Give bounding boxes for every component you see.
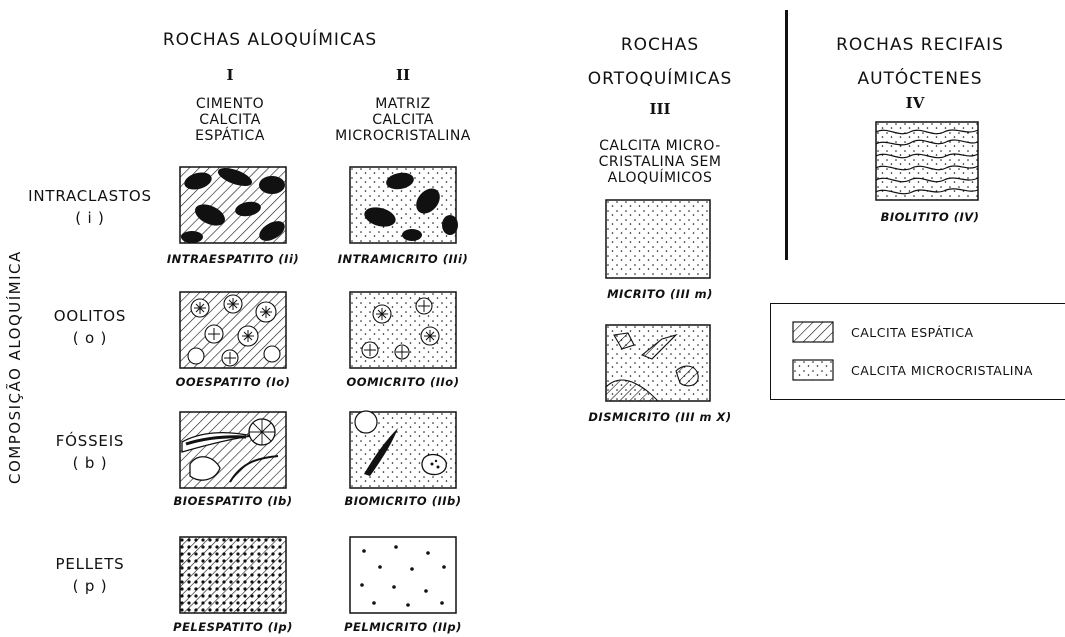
- bioespatito-swatch: [180, 412, 286, 488]
- caption-bioespatito: BIOESPATITO (Ib): [150, 494, 316, 508]
- column-roman-iii: III: [640, 100, 680, 118]
- intraespatito-swatch: [180, 167, 286, 243]
- caption-ooespatito: OOESPATITO (Io): [150, 375, 316, 389]
- column-roman-ii: II: [383, 66, 423, 84]
- caption-intramicrito: INTRAMICRITO (IIi): [323, 252, 483, 266]
- caption-biomicrito: BIOMICRITO (IIb): [323, 494, 483, 508]
- pelmicrito-swatch: [350, 537, 456, 613]
- pelespatito-swatch: [180, 537, 286, 613]
- row-name: OOLITOS: [15, 305, 165, 327]
- column-label-matriz: MATRIZ CALCITA MICROCRISTALINA: [323, 96, 483, 144]
- header-rochas-ortoquimicas: ROCHAS ORTOQUÍMICAS: [585, 28, 735, 96]
- row-label-intraclastos: INTRACLASTOS ( i ): [15, 185, 165, 229]
- caption-micrito: MICRITO (III m): [580, 287, 740, 301]
- micrito-swatch: [606, 200, 710, 278]
- caption-dismicrito: DISMICRITO (III m X): [570, 410, 750, 424]
- legend-dots-swatch: [793, 360, 833, 380]
- caption-intraespatito: INTRAESPATITO (Ii): [150, 252, 316, 266]
- header-rochas-recifais: ROCHAS RECIFAIS AUTÓCTENES: [810, 28, 1030, 96]
- intramicrito-swatch: [350, 167, 456, 243]
- column-label-calcita-micro: CALCITA MICRO- CRISTALINA SEM ALOQUÍMICO…: [580, 138, 740, 186]
- section-divider: [785, 10, 788, 260]
- biolitito-swatch: [876, 122, 978, 200]
- row-name: FÓSSEIS: [15, 430, 165, 452]
- row-label-pellets: PELLETS ( p ): [15, 553, 165, 597]
- row-code: ( b ): [15, 452, 165, 474]
- row-name: INTRACLASTOS: [15, 185, 165, 207]
- legend-label-calcita-espatica: CALCITA ESPÁTICA: [851, 325, 974, 340]
- column-roman-iv: IV: [895, 94, 935, 112]
- caption-oomicrito: OOMICRITO (IIo): [323, 375, 483, 389]
- row-code: ( o ): [15, 327, 165, 349]
- column-label-cimento: CIMENTO CALCITA ESPÁTICA: [160, 96, 300, 144]
- dismicrito-swatch: [606, 325, 710, 401]
- row-code: ( i ): [15, 207, 165, 229]
- header-rochas-aloquimicas: ROCHAS ALOQUÍMICAS: [120, 30, 420, 50]
- caption-biolitito: BIOLITITO (IV): [850, 210, 1010, 224]
- ooespatito-swatch: [180, 292, 286, 368]
- row-label-oolitos: OOLITOS ( o ): [15, 305, 165, 349]
- caption-pelmicrito: PELMICRITO (IIp): [323, 620, 483, 634]
- oomicrito-swatch: [350, 292, 456, 368]
- caption-pelespatito: PELESPATITO (Ip): [150, 620, 316, 634]
- column-roman-i: I: [210, 66, 250, 84]
- row-name: PELLETS: [15, 553, 165, 575]
- row-code: ( p ): [15, 575, 165, 597]
- legend-hatch-swatch: [793, 322, 833, 342]
- legend-box: CALCITA ESPÁTICA CALCITA MICROCRISTALINA: [770, 303, 1065, 400]
- biomicrito-swatch: [350, 412, 456, 488]
- legend-label-calcita-microcristalina: CALCITA MICROCRISTALINA: [851, 363, 1033, 378]
- row-label-fosseis: FÓSSEIS ( b ): [15, 430, 165, 474]
